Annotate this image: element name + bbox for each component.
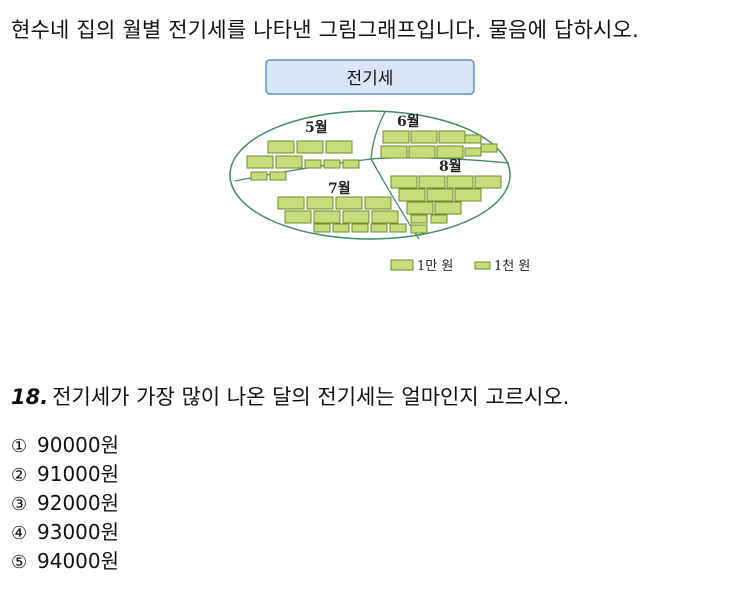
ten-thousand-won-tile (335, 196, 363, 210)
tiles-5 (246, 140, 360, 181)
question-number: 18. (11, 385, 49, 409)
ten-thousand-won-tile (246, 155, 274, 169)
choice-mark: ④ (11, 523, 28, 544)
ten-thousand-won-tile (277, 196, 305, 210)
thousand-won-tile (250, 171, 268, 181)
choice-text: 90000원 (37, 433, 120, 457)
legend-small-label: 1천 원 (494, 259, 530, 274)
choice-4[interactable]: ④ 93000원 (11, 518, 119, 547)
ten-thousand-won-tile (406, 201, 434, 215)
ten-thousand-won-tile (434, 201, 462, 215)
ten-thousand-won-tile (306, 196, 334, 210)
ten-thousand-won-tile (275, 155, 303, 169)
choice-5[interactable]: ⑤ 94000원 (11, 547, 119, 576)
choice-text: 92000원 (37, 491, 120, 515)
ten-thousand-won-tile (284, 210, 312, 224)
thousand-won-tile (370, 223, 388, 233)
thousand-won-tile (389, 223, 407, 233)
legend-big-tile (390, 259, 414, 271)
ten-thousand-won-tile (390, 175, 418, 189)
choice-1[interactable]: ① 90000원 (11, 431, 119, 460)
ten-thousand-won-tile (454, 188, 482, 202)
thousand-won-tile (323, 159, 341, 169)
problem-intro-text: 현수네 집의 월별 전기세를 나타낸 그림그래프입니다. 물음에 답하시오. (11, 18, 639, 42)
ten-thousand-won-tile (408, 145, 436, 159)
thousand-won-tile (304, 159, 322, 169)
tiles-7 (277, 196, 407, 233)
thousand-won-tile (410, 224, 428, 234)
thousand-won-tile (332, 223, 350, 233)
picture-graph: 전기세 5월 6월 7월 8월 1만 원 1천 원 (229, 59, 530, 274)
question-text: 전기세가 가장 많이 나온 달의 전기세는 얼마인지 고르시오. (52, 385, 570, 409)
ten-thousand-won-tile (418, 175, 446, 189)
thousand-won-tile (342, 159, 360, 169)
thousand-won-tile (480, 143, 498, 153)
graph-title: 전기세 (347, 69, 394, 89)
thousand-won-tile (430, 214, 448, 224)
ten-thousand-won-tile (426, 188, 454, 202)
ten-thousand-won-tile (313, 210, 341, 224)
choice-mark: ③ (11, 494, 28, 515)
thousand-won-tile (351, 223, 369, 233)
thousand-won-tile (269, 171, 287, 181)
choice-list: ① 90000원 ② 91000원 ③ 92000원 ④ 93000원 ⑤ 94000원 (11, 431, 119, 576)
ten-thousand-won-tile (325, 140, 353, 154)
ten-thousand-won-tile (364, 196, 392, 210)
tiles-8 (390, 175, 502, 234)
ten-thousand-won-tile (342, 210, 370, 224)
thousand-won-tile (410, 214, 428, 224)
choice-text: 91000원 (37, 462, 120, 486)
question: 18.전기세가 가장 많이 나온 달의 전기세는 얼마인지 고르시오. (11, 383, 569, 411)
month-label-8: 8월 (439, 158, 462, 175)
ten-thousand-won-tile (371, 210, 399, 224)
choice-mark: ② (11, 465, 28, 486)
ten-thousand-won-tile (436, 145, 464, 159)
month-label-5: 5월 (305, 119, 328, 136)
ten-thousand-won-tile (446, 175, 474, 189)
ten-thousand-won-tile (474, 175, 502, 189)
tiles-6 (380, 130, 498, 159)
choice-mark: ⑤ (11, 552, 28, 573)
legend-small-tile (474, 261, 491, 270)
legend-big-label: 1만 원 (417, 259, 453, 274)
graph-ellipse (229, 110, 511, 240)
thousand-won-tile (464, 147, 482, 157)
choice-mark: ① (11, 436, 28, 457)
divider-5-6 (370, 111, 386, 160)
month-label-7: 7월 (328, 180, 351, 197)
choice-text: 94000원 (37, 549, 120, 573)
month-label-6: 6월 (397, 113, 420, 130)
graph-title-box (265, 59, 475, 95)
choice-text: 93000원 (37, 520, 120, 544)
thousand-won-tile (464, 134, 482, 144)
thousand-won-tile (313, 223, 331, 233)
ten-thousand-won-tile (438, 130, 466, 144)
ten-thousand-won-tile (380, 145, 408, 159)
choice-2[interactable]: ② 91000원 (11, 460, 119, 489)
ten-thousand-won-tile (296, 140, 324, 154)
choice-3[interactable]: ③ 92000원 (11, 489, 119, 518)
ten-thousand-won-tile (410, 130, 438, 144)
ten-thousand-won-tile (382, 130, 410, 144)
ten-thousand-won-tile (267, 140, 295, 154)
ten-thousand-won-tile (398, 188, 426, 202)
